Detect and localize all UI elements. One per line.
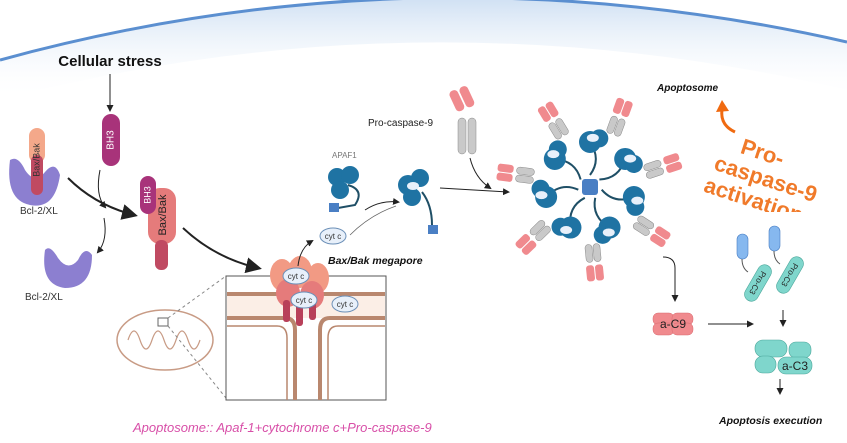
caspase-9-domain [655,226,671,240]
caspase-9-domain [496,172,513,182]
caspase-9-card [637,215,655,230]
arrow-caspase-join [469,157,492,190]
arrow-cyt-c-release [297,239,314,267]
megapore-label: Bax/Bak megapore [328,255,423,267]
caspase-9-card [529,220,546,236]
svg-text:cyt c: cyt c [325,232,341,241]
svg-text:Bax/Bak: Bax/Bak [31,143,41,177]
cyt-c-intermembrane: cyt c [331,295,359,313]
caspase-9-card [584,244,594,263]
orange-arrow-shaft [720,109,736,134]
bh3-bax-complex: BH3 Bax/Bak [140,176,176,270]
caspase-9-card [645,167,664,179]
apaf1-active [398,169,438,234]
orange-arrow-head [716,100,729,112]
caspase-9-card [614,118,626,137]
caspase-9-card [632,222,650,236]
cytoplasm-shading [0,0,847,100]
svg-text:BH3: BH3 [142,186,152,204]
cyt-c-bound [631,196,644,205]
svg-text:a-C9: a-C9 [660,317,686,331]
cyt-c-bound [560,226,573,235]
caspase-9-card [643,160,662,172]
caspase-9-domain [650,233,666,247]
pro-caspase-9-label: Pro-caspase-9 [368,118,433,129]
svg-text:BH3: BH3 [106,130,117,150]
apoptosis-execution-label: Apoptosis execution [718,415,822,427]
caspase-9-domain [666,161,683,173]
svg-text:cyt c: cyt c [296,296,312,305]
svg-text:cyt c: cyt c [337,300,353,309]
arrow-cyt-c-join [349,205,397,236]
cyt-c-in-pore: cyt c [282,267,310,285]
bh3-protein: BH3 [102,114,120,166]
arrow-to-megapore [182,227,262,274]
svg-text:a-C3: a-C3 [782,359,808,373]
caspase-9-domain [586,265,596,282]
caspase-9-card [516,166,535,176]
cyt-c-released: cyt c [319,227,347,245]
arrow-release-bax [67,177,138,220]
caspase-9-domain [537,106,551,122]
apoptosome-hub [582,179,598,195]
cell-membrane [0,0,847,62]
cyt-c-bound [602,228,615,237]
apoptosome-composition-caption: Apoptosome:: Apaf-1+cytochrome c+Pro-cas… [132,420,432,435]
caspase-9-card [535,225,551,241]
active-caspase-3: a-C3 [754,339,813,375]
caspase-9-domain [612,97,625,114]
cyt-c-bound [547,150,560,159]
bcl2-label-bound: Bcl-2/XL [20,206,58,217]
caspase-9-card [606,115,618,134]
arrow-to-a-c9 [662,256,679,302]
caspase-9-domain [594,264,604,281]
caspase-9-domain [521,240,537,255]
caspase-9-card [548,122,562,140]
bcl2-label-free: Bcl-2/XL [25,292,63,303]
arrow-bcl2-release [96,217,106,254]
cyt-c-in-membrane: cyt c [290,291,318,309]
bcl2-free [44,248,92,288]
caspase-9-card [555,118,569,136]
cellular-stress-label: Cellular stress [58,53,161,70]
cyt-c-bound [586,133,599,142]
arrow-apaf1-activation [364,197,400,211]
arrow-bh3-bind [97,169,107,209]
caspase-9-domain [621,100,633,117]
arrow-to-apoptosome [439,187,510,196]
apaf1-label: APAF1 [332,151,357,160]
caspase-9-domain [545,101,559,118]
mitochondrion [116,309,214,371]
apaf1-inactive [328,166,360,212]
cyt-c-bound [535,191,548,200]
svg-text:cyt c: cyt c [288,272,304,281]
apoptosome-label: Apoptosome [656,83,719,94]
svg-text:Bax/Bak: Bax/Bak [157,194,169,235]
caspase-9-domain [497,163,514,173]
cyt-c-bound [624,154,637,163]
bcl2-bax-complex: Bax/Bak [9,128,60,206]
apoptosome-wheel [496,97,683,282]
caspase-9-domain [663,153,680,165]
apaf1-subunit [590,129,609,148]
active-caspase-9: a-C9 [652,312,694,336]
caspase-9-domain [515,234,531,249]
caspase-9-card [515,174,534,184]
caspase-9-card [592,243,602,262]
pro-caspase-9 [449,86,477,155]
